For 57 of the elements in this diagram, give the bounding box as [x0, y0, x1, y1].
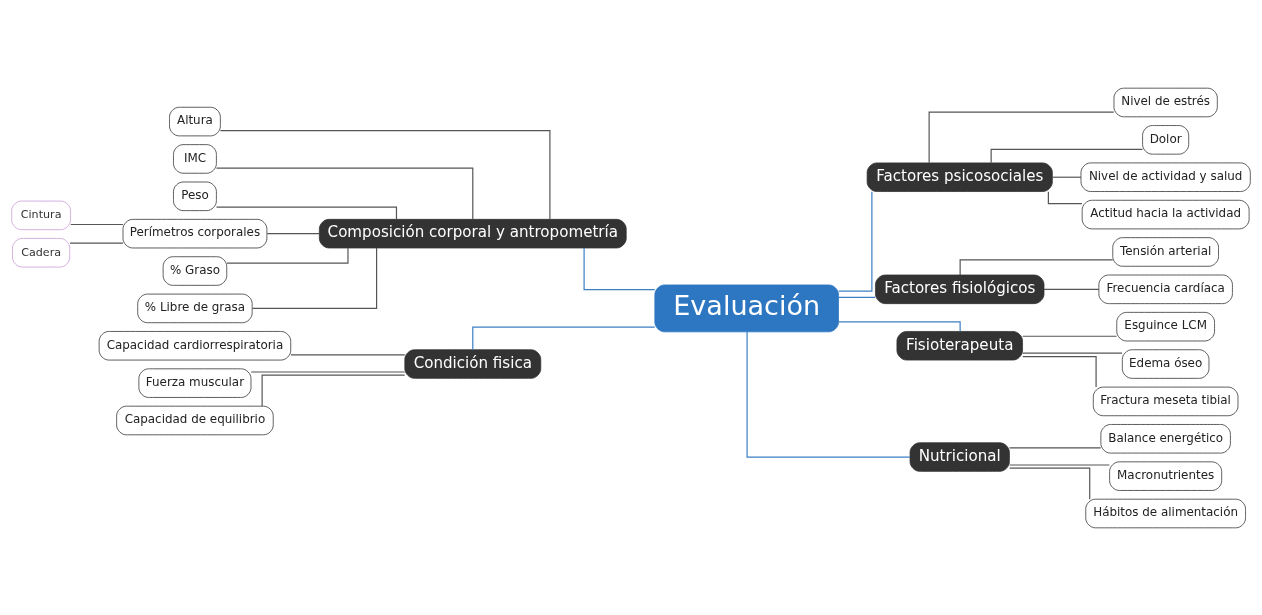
connector [1022, 355, 1097, 388]
node-box: Condición fisica [404, 348, 542, 379]
connector [290, 353, 406, 355]
connector [1047, 190, 1083, 204]
node-box: IMC [173, 143, 217, 174]
connector [1051, 176, 1082, 178]
node-box: Tensión arterial [1112, 236, 1219, 267]
connector [1043, 288, 1100, 290]
node-box: Composición corporal y antropometría [318, 218, 627, 248]
node-box: Capacidad de equilibrio [116, 405, 274, 435]
connector [1009, 446, 1102, 448]
connector [219, 129, 551, 220]
node-box: Hábitos de alimentación [1085, 498, 1246, 528]
connector [70, 223, 124, 225]
node-box: Fractura meseta tibial [1092, 386, 1239, 416]
connector [261, 374, 406, 407]
node-box: Perímetros corporales [122, 218, 268, 248]
node-box: Esguince LCM [1116, 311, 1215, 341]
connector [1022, 335, 1118, 337]
node-box: Factores psicosociales [866, 162, 1053, 192]
node-box: Macronutrientes [1109, 460, 1223, 491]
node-box: Balance energético [1100, 423, 1231, 453]
node-box: Nutricional [909, 441, 1010, 472]
node-box: % Graso [162, 255, 228, 286]
connector [69, 242, 124, 244]
node-box: Nivel de estrés [1113, 87, 1218, 117]
node-box: Actitud hacia la actividad [1081, 199, 1250, 229]
connector [215, 167, 474, 220]
node-box: Fisioterapeuta [896, 330, 1023, 360]
node-box: Evaluación [654, 284, 839, 332]
node-box: Cadera [12, 237, 71, 267]
node-box: Peso [173, 181, 217, 211]
node-box: Factores fisiológicos [875, 274, 1045, 304]
node-box: % Libre de grasa [137, 293, 253, 323]
connector [838, 296, 876, 298]
connector [251, 246, 378, 309]
node-box: Capacidad cardiorrespiratoria [98, 330, 292, 360]
connector [990, 148, 1144, 163]
connector [838, 190, 873, 292]
connector [928, 110, 1115, 163]
connector [583, 247, 656, 290]
node-box: Fuerza muscular [138, 367, 252, 398]
node-box: Frecuencia cardíaca [1098, 274, 1233, 304]
node-box: Dolor [1142, 124, 1190, 155]
connector [1009, 463, 1110, 466]
connector [838, 320, 961, 332]
connector [1009, 467, 1091, 500]
connector [1022, 352, 1123, 354]
node-box: Altura [169, 106, 221, 136]
node-box: Nivel de actividad y salud [1080, 162, 1251, 192]
node-box: Edema óseo [1121, 348, 1210, 379]
connector [472, 326, 656, 350]
connector [250, 370, 406, 373]
connector [266, 232, 320, 234]
connector [215, 206, 398, 220]
connector [746, 330, 911, 458]
node-box: Cintura [11, 200, 71, 230]
